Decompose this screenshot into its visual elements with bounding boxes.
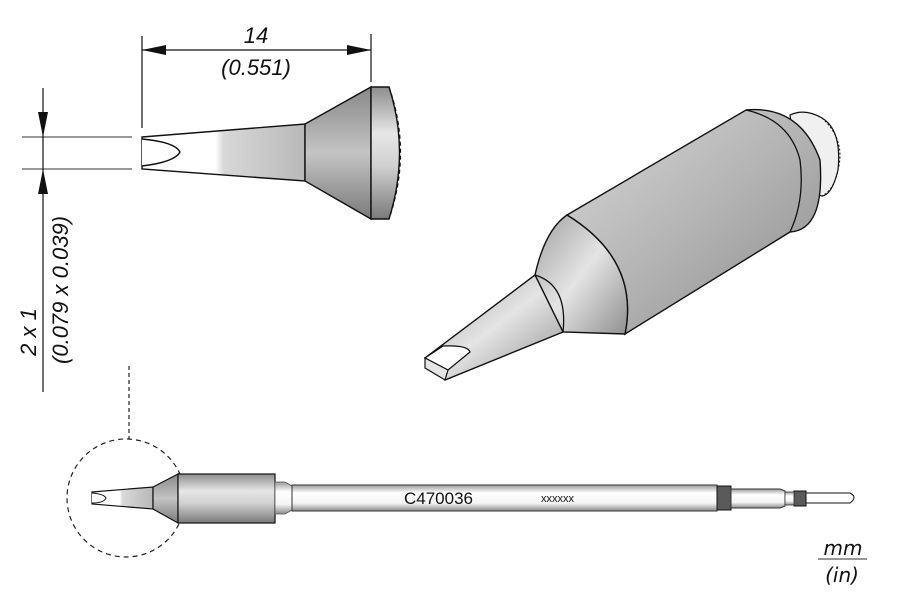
length-dimension-mm: 14 bbox=[244, 23, 268, 48]
serial-placeholder: xxxxxx bbox=[541, 493, 575, 505]
units-primary: mm bbox=[824, 536, 863, 560]
tip-side-view: C470036 xxxxxx bbox=[66, 366, 855, 558]
units-legend: mm (in) bbox=[818, 536, 867, 587]
tip-isometric-view bbox=[423, 108, 841, 381]
length-dimension-in: (0.551) bbox=[221, 55, 291, 80]
tip-dimension-in: (0.079 x 0.039) bbox=[48, 216, 73, 364]
tip-dimension-mm: 2 x 1 bbox=[16, 308, 41, 357]
units-secondary: (in) bbox=[825, 563, 859, 587]
part-number: C470036 bbox=[404, 489, 473, 508]
tip-detail-view: 14 (0.551) 2 x 1 (0.079 x 0.039) bbox=[16, 23, 402, 392]
